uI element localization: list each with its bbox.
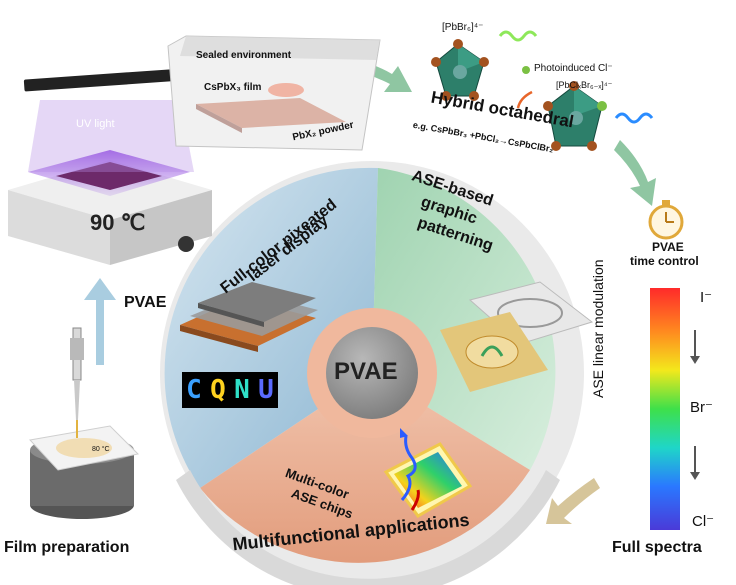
patterned-film-icon <box>440 281 594 392</box>
full-spectra-label: Full spectra <box>612 539 702 556</box>
cqnu-logo: C Q N U <box>182 372 278 408</box>
arrow-to-time <box>614 140 656 206</box>
photoinduced-label: Photoinduced Cl⁻ <box>534 63 613 74</box>
bromide-label: Br⁻ <box>690 399 713 416</box>
sealed-environment <box>167 35 381 151</box>
stacked-plates-icon <box>180 282 318 352</box>
cqnu-letter-n: N <box>234 375 250 405</box>
timer-icon <box>648 200 684 240</box>
wheel-bottom-band <box>176 470 560 585</box>
film-prep-device <box>29 327 140 519</box>
exchange-arrow-icon <box>516 90 533 109</box>
down-arrow-icons <box>690 330 700 480</box>
arrow-to-applications <box>546 478 600 524</box>
time-control-line2: time control <box>630 254 699 268</box>
center-label: PVAE <box>334 358 398 385</box>
cqnu-letter-c: C <box>186 375 202 405</box>
film-prep-label: Film preparation <box>4 539 130 556</box>
uv-hotplate-setup <box>8 68 212 265</box>
uv-light-label: UV light <box>76 118 115 130</box>
spectrum-bar <box>650 288 680 530</box>
mixed-octahedron-label: [PbClₓBr₆₋ₓ]⁴⁻ <box>556 80 613 90</box>
stage-temp-label: 80 °C <box>92 446 110 453</box>
spectrum-axis-text: ASE linear modulation <box>590 259 606 398</box>
chips-segment <box>200 373 530 563</box>
octahedron-mixed <box>543 81 654 151</box>
film-label: CsPbX₃ film <box>204 82 262 93</box>
spectrum-axis-label: ASE linear modulation <box>590 259 606 398</box>
cqnu-letter-q: Q <box>210 375 226 405</box>
ase-chip-icon <box>383 428 473 518</box>
application-wheel <box>160 161 584 585</box>
time-control-line1: PVAE <box>652 240 684 254</box>
iodide-label: I⁻ <box>700 289 713 306</box>
pvae-arrow-label: PVAE <box>124 294 167 311</box>
center-disc <box>326 327 418 419</box>
arrow-up-pvae <box>84 278 116 365</box>
octahedron-pbbr6 <box>431 30 538 101</box>
chloride-ion-icon <box>522 66 530 74</box>
sealed-title: Sealed environment <box>196 50 292 61</box>
pbbr6-label: [PbBr₆]⁴⁻ <box>442 22 484 33</box>
cqnu-letter-u: U <box>258 375 274 405</box>
hotplate-temp-label: 90 ℃ <box>90 210 146 235</box>
chloride-label: Cl⁻ <box>692 513 715 530</box>
